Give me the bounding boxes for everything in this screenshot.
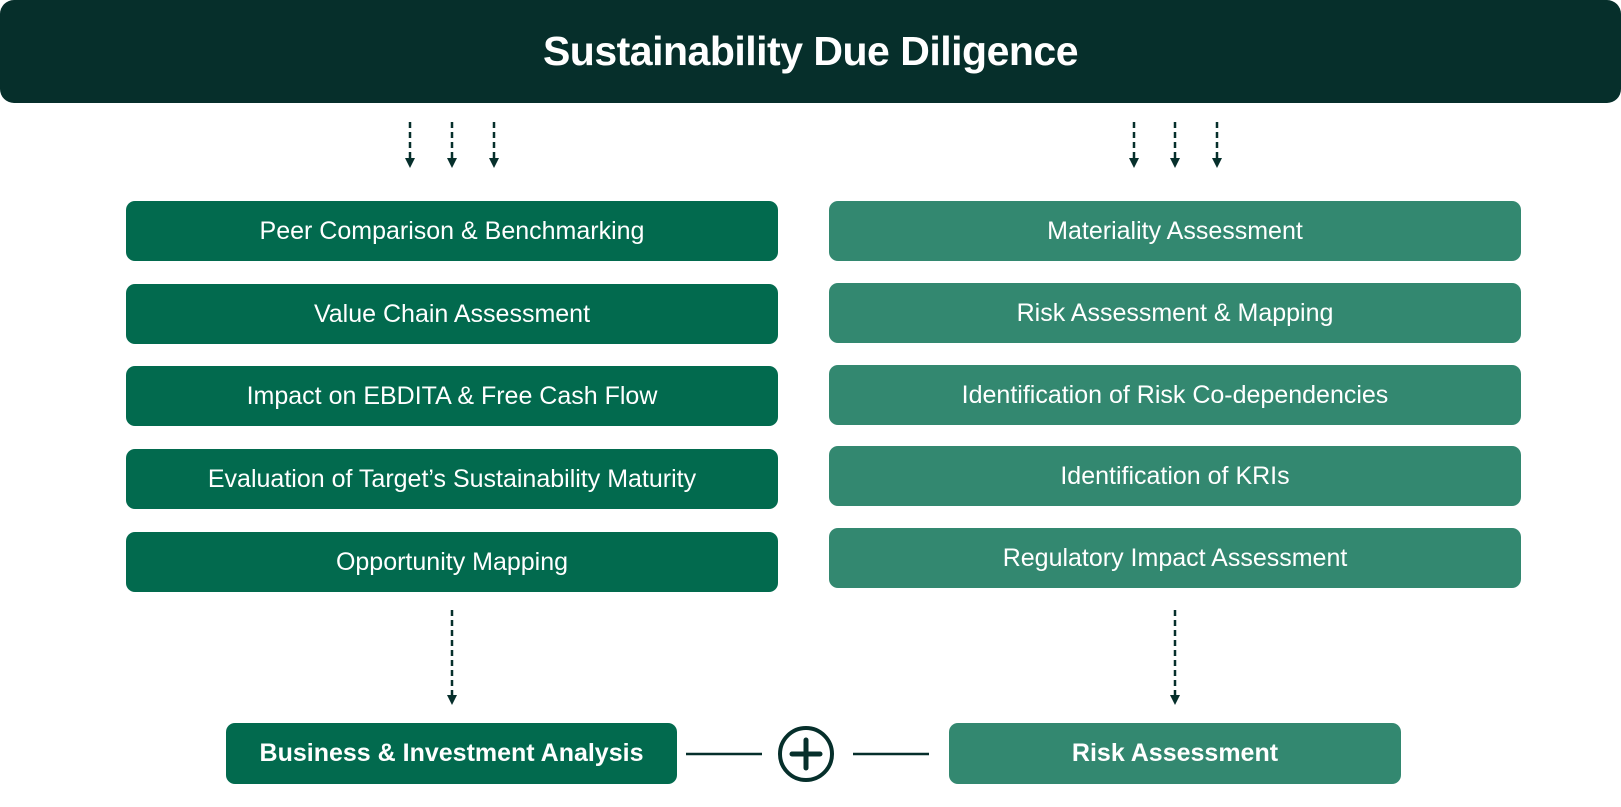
risk-assessment-box: Risk Assessment <box>949 723 1401 784</box>
left-box-opportunity-mapping: Opportunity Mapping <box>126 532 778 592</box>
right-box-risk-codependencies: Identification of Risk Co-dependencies <box>829 365 1521 425</box>
plus-circle-icon <box>778 726 834 782</box>
left-box-sustainability-maturity: Evaluation of Target’s Sustainability Ma… <box>126 449 778 509</box>
page-title: Sustainability Due Diligence <box>0 0 1621 103</box>
top-left-arrows <box>405 122 499 168</box>
left-box-ebdita-impact: Impact on EBDITA & Free Cash Flow <box>126 366 778 426</box>
left-box-value-chain: Value Chain Assessment <box>126 284 778 344</box>
right-box-materiality: Materiality Assessment <box>829 201 1521 261</box>
business-investment-analysis-box: Business & Investment Analysis <box>226 723 677 784</box>
left-box-peer-comparison: Peer Comparison & Benchmarking <box>126 201 778 261</box>
top-right-arrows <box>1129 122 1222 168</box>
right-box-kris: Identification of KRIs <box>829 446 1521 506</box>
right-box-risk-mapping: Risk Assessment & Mapping <box>829 283 1521 343</box>
right-box-regulatory-impact: Regulatory Impact Assessment <box>829 528 1521 588</box>
